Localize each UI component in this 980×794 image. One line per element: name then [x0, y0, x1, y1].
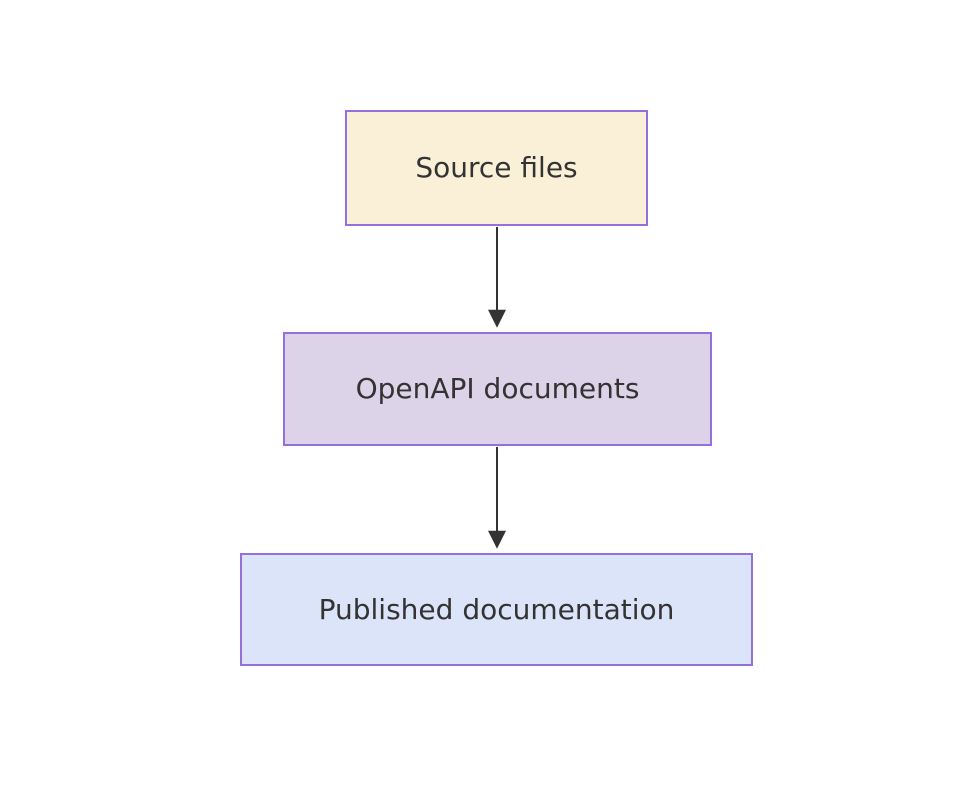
- node-label-source-files: Source files: [415, 151, 578, 185]
- flowchart-node-published-documentation: Published documentation: [240, 553, 753, 666]
- flowchart-node-source-files: Source files: [345, 110, 648, 226]
- node-label-openapi-documents: OpenAPI documents: [355, 372, 640, 406]
- node-label-published-documentation: Published documentation: [318, 592, 675, 626]
- flowchart-node-openapi-documents: OpenAPI documents: [283, 332, 712, 446]
